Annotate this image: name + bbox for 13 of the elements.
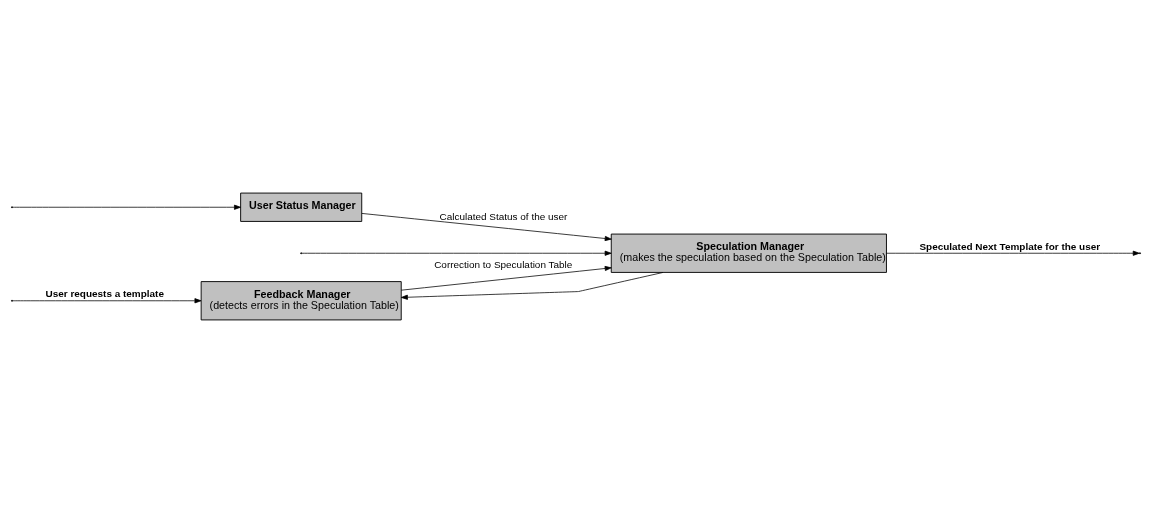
node-box: Feedback Manager (detects errors in the Speculation Table) <box>200 281 402 321</box>
arrow <box>12 204 241 210</box>
edge-label: Speculated Next Template for the user <box>919 240 1101 252</box>
arrow <box>12 298 202 304</box>
arrow <box>361 213 612 242</box>
node-box: Speculation Manager (makes the speculation based on the Speculation Table) <box>610 233 887 273</box>
edge-label: Correction to Speculation Table <box>434 259 573 271</box>
arrow <box>400 265 612 291</box>
node-box: User Status Manager <box>240 192 363 222</box>
arrow <box>301 250 612 256</box>
edge-label: Calculated Status of the user <box>439 210 568 222</box>
arrow <box>400 272 664 300</box>
edge-label: User requests a template <box>45 288 164 300</box>
